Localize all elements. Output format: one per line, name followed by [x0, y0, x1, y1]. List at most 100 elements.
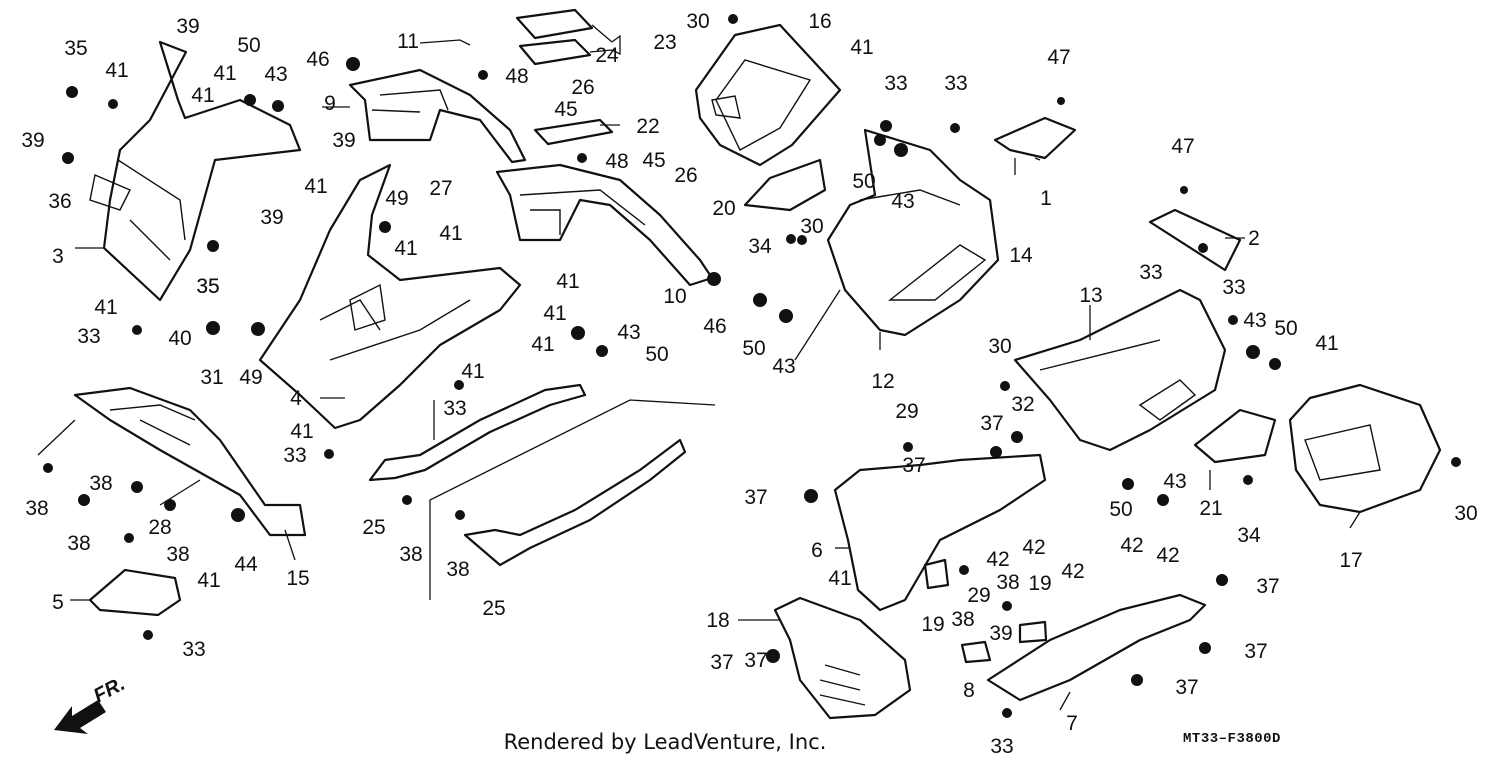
callout: 42 — [1022, 536, 1045, 559]
callout: 33 — [990, 735, 1013, 758]
callout: 38 — [67, 532, 90, 555]
footer-credit: Rendered by LeadVenture, Inc. — [504, 730, 827, 754]
callout: 37 — [1175, 676, 1198, 699]
callout: 41 — [197, 569, 220, 592]
callout: 43 — [772, 355, 795, 378]
callout: 41 — [394, 237, 417, 260]
part-20-cover — [743, 158, 827, 212]
callout: 33 — [884, 72, 907, 95]
part-12-inner-cowl — [826, 128, 1000, 337]
callout: 6 — [811, 539, 823, 562]
callout: 42 — [1061, 560, 1084, 583]
callout: 30 — [988, 335, 1011, 358]
callout: 43 — [1163, 470, 1186, 493]
callout: 5 — [52, 591, 64, 614]
callout: 4 — [290, 387, 302, 410]
callout: 41 — [556, 270, 579, 293]
callout: 50 — [645, 343, 668, 366]
callout: 26 — [571, 76, 594, 99]
callout: 17 — [1339, 549, 1362, 572]
callout: 38 — [446, 558, 469, 581]
callout: 25 — [362, 516, 385, 539]
callout: 20 — [712, 197, 735, 220]
part-19-bracket-b — [1018, 620, 1048, 644]
callout: 24 — [595, 44, 619, 67]
callout: 41 — [828, 567, 851, 590]
part-17-cowl-panel — [1288, 383, 1442, 514]
callout: 12 — [871, 370, 894, 393]
callout: 38 — [951, 608, 974, 631]
part-9-duct — [348, 68, 527, 164]
callout: 41 — [191, 84, 214, 107]
part-3-upper-cowl-inner — [102, 40, 302, 302]
callout: 41 — [105, 59, 128, 82]
callout: 33 — [77, 325, 100, 348]
front-direction-arrow: FR. — [54, 673, 129, 734]
part-6-lower-cowl — [833, 453, 1047, 612]
callout: 30 — [1454, 502, 1477, 525]
callout: 36 — [48, 190, 71, 213]
callout: 33 — [944, 72, 967, 95]
part-19-bracket — [923, 558, 950, 590]
callout: 21 — [1199, 497, 1222, 520]
callout: 41 — [304, 175, 327, 198]
callout: 25 — [482, 597, 505, 620]
callout: 39 — [332, 129, 355, 152]
leader-lines — [37, 24, 1361, 711]
callout: 29 — [967, 584, 990, 607]
callout: 35 — [196, 275, 219, 298]
callout: 29 — [895, 400, 918, 423]
callout: 37 — [744, 486, 767, 509]
part-24-gasket — [518, 38, 592, 66]
callout: 39 — [989, 622, 1012, 645]
part-shapes — [73, 8, 1442, 720]
callout: 31 — [200, 366, 223, 389]
callout: 42 — [1120, 534, 1143, 557]
callout: 50 — [852, 170, 875, 193]
part-18-under-cowl — [773, 596, 912, 720]
callout: 33 — [182, 638, 205, 661]
callout: 9 — [324, 92, 336, 115]
callout: 26 — [674, 164, 697, 187]
callout: 33 — [443, 397, 466, 420]
callout: 34 — [1237, 524, 1261, 547]
callout: 10 — [663, 285, 686, 308]
callout: 37 — [980, 412, 1003, 435]
callout-labels: 39 35 41 50 41 43 41 39 36 3 35 41 40 33… — [21, 10, 1477, 758]
callout: 1 — [1040, 187, 1052, 210]
callout: 43 — [891, 190, 914, 213]
diagram-code: MT33–F3800D — [1183, 731, 1281, 747]
callout: 37 — [902, 454, 925, 477]
part-1-bracket — [993, 116, 1077, 160]
callout: 45 — [554, 98, 577, 121]
callout: 38 — [399, 543, 422, 566]
arrow-left-icon — [54, 700, 106, 734]
callout: 19 — [1028, 572, 1051, 595]
callout: 32 — [1011, 393, 1034, 416]
callout: 15 — [286, 567, 309, 590]
callout: 38 — [166, 543, 189, 566]
part-5-cover — [88, 568, 182, 617]
part-25-hose-upper — [368, 383, 587, 482]
callout: 33 — [1222, 276, 1245, 299]
part-15-inner-panel — [73, 386, 307, 537]
callout: 37 — [710, 651, 733, 674]
callout: 43 — [1243, 309, 1266, 332]
callout: 50 — [1109, 498, 1132, 521]
hardware — [43, 14, 1461, 718]
callout: 27 — [429, 177, 452, 200]
callout: 39 — [21, 129, 44, 152]
callout: 41 — [1315, 332, 1338, 355]
callout: 50 — [237, 34, 260, 57]
callout: 8 — [963, 679, 975, 702]
part-13-side-cowl — [1013, 288, 1227, 452]
part-22-bracket — [533, 118, 614, 146]
callout: 41 — [290, 420, 313, 443]
callout: 40 — [168, 327, 191, 350]
callout: 19 — [921, 613, 944, 636]
callout: 50 — [742, 337, 765, 360]
callout: 38 — [89, 472, 112, 495]
part-7-under-cowl — [986, 593, 1207, 702]
callout: 42 — [1156, 544, 1179, 567]
callout: 38 — [996, 571, 1019, 594]
